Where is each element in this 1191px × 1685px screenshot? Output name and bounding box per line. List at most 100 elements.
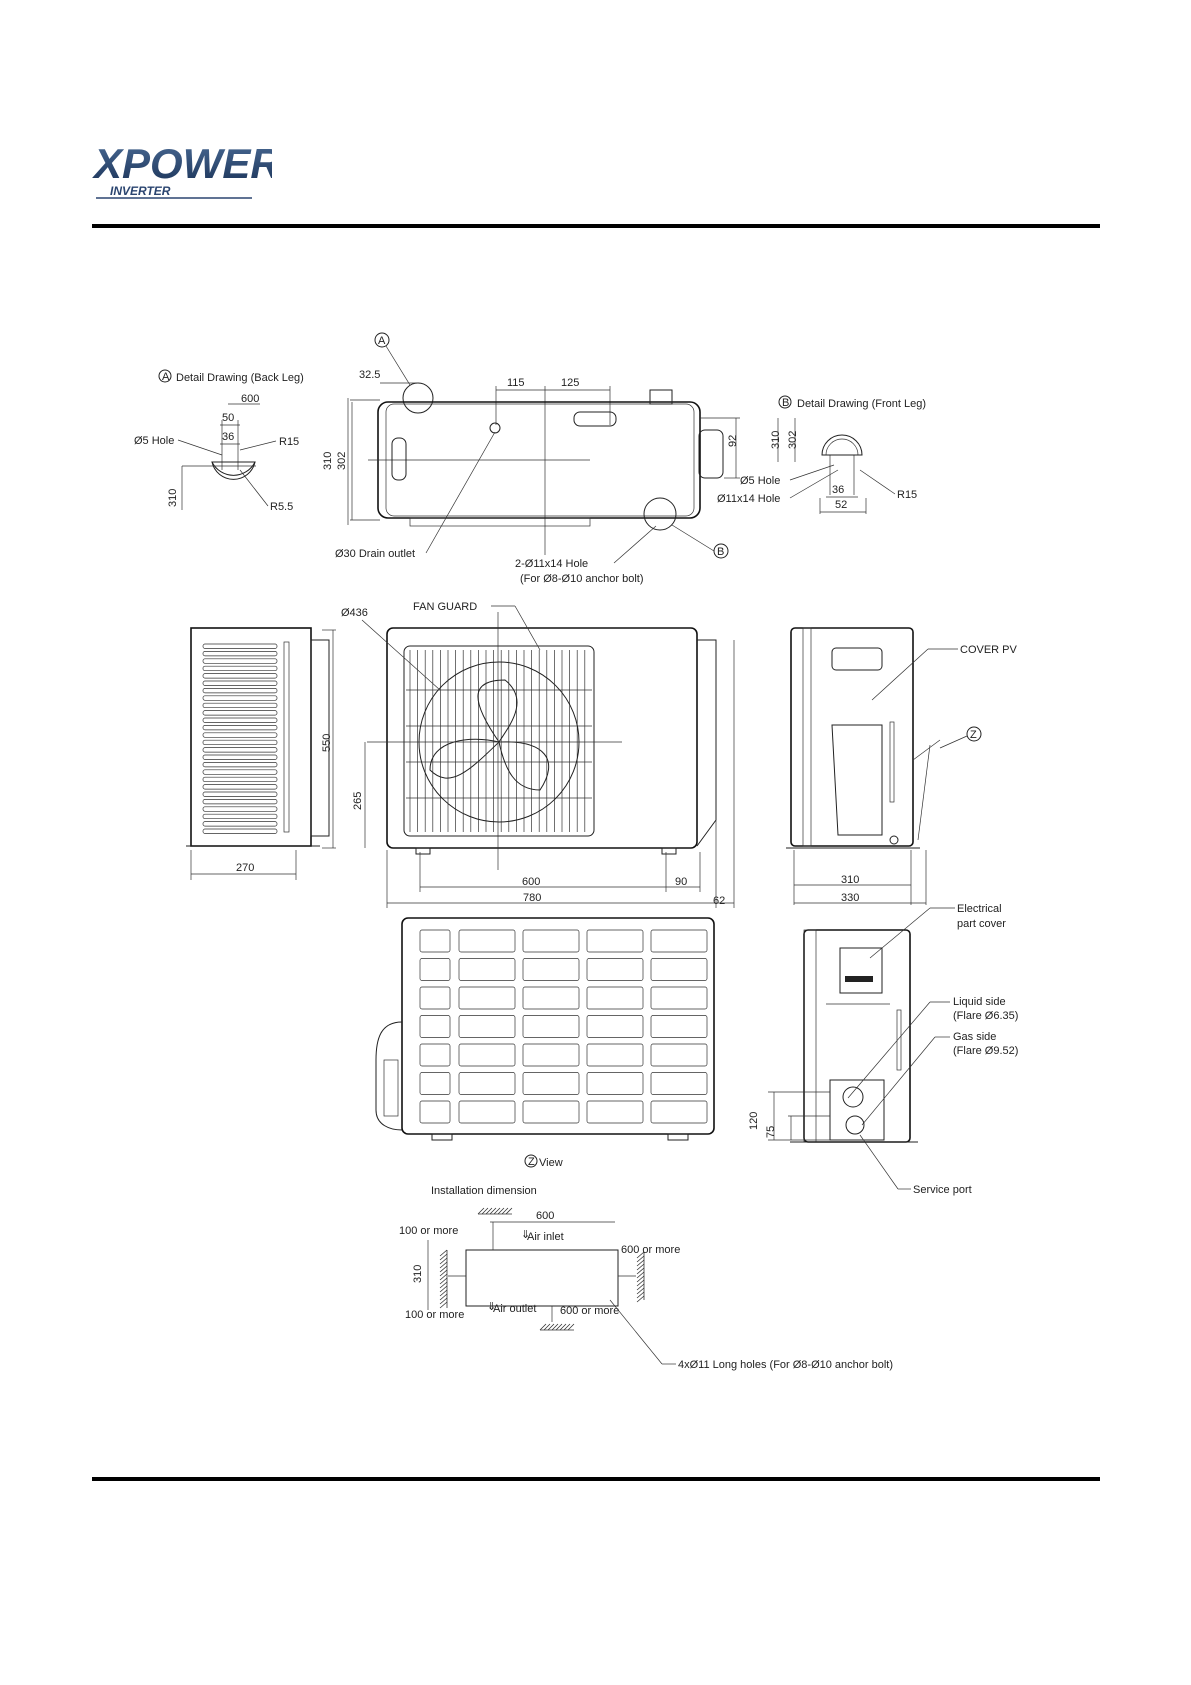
back-grille-cell bbox=[650, 1043, 708, 1067]
hatch-line bbox=[501, 1207, 509, 1215]
detail-b-dim-52: 52 bbox=[835, 499, 847, 511]
louver bbox=[202, 732, 278, 738]
back-grille-cell bbox=[419, 1072, 451, 1095]
hatch-line bbox=[485, 1207, 493, 1215]
right-side-cover-pv: COVER PV bbox=[960, 644, 1018, 656]
top-view-dim-310: 310 bbox=[322, 452, 334, 470]
top-view-drain-outlet: Ø30 Drain outlet bbox=[335, 548, 415, 560]
detail-a-r15: R15 bbox=[279, 436, 299, 448]
install-air-inlet: Air inlet bbox=[527, 1231, 564, 1243]
fan-grille bbox=[406, 650, 592, 832]
detail-b-hole5: Ø5 Hole bbox=[740, 475, 780, 487]
hatch-line bbox=[439, 1285, 448, 1293]
hatch-line bbox=[439, 1253, 448, 1261]
hatch-line bbox=[439, 1281, 448, 1289]
louver bbox=[202, 784, 278, 790]
right-back-dim-120: 120 bbox=[748, 1112, 760, 1130]
detail-a-r55: R5.5 bbox=[270, 501, 293, 513]
install-dim-310: 310 bbox=[412, 1265, 424, 1283]
hatch-line bbox=[497, 1207, 505, 1215]
front-view: Ø436 FAN GUARD 265 600 90 780 62 bbox=[341, 601, 735, 908]
detail-a-dim-310: 310 bbox=[167, 489, 179, 507]
right-side-view: COVER PV Z 310 330 bbox=[786, 627, 1018, 905]
back-grille-cell bbox=[586, 958, 644, 981]
right-back-electrical-1: Electrical bbox=[957, 903, 1002, 915]
right-back-liquid-1: Liquid side bbox=[953, 996, 1006, 1008]
louver bbox=[202, 680, 278, 686]
front-dim-780: 780 bbox=[523, 892, 541, 904]
louver bbox=[202, 643, 278, 649]
back-grille-cell bbox=[458, 929, 516, 953]
back-grille-cell bbox=[458, 1072, 516, 1095]
hatch-line bbox=[636, 1263, 645, 1271]
right-side-z-marker: Z bbox=[970, 729, 977, 741]
top-view-dim-32-5: 32.5 bbox=[359, 369, 380, 381]
back-grille-cell bbox=[419, 929, 451, 953]
detail-a-dim-600: 600 bbox=[241, 393, 259, 405]
right-back-electrical-2: part cover bbox=[957, 918, 1006, 930]
top-view-dim-92: 92 bbox=[727, 435, 739, 447]
louver bbox=[202, 725, 278, 731]
hatch-line bbox=[551, 1323, 559, 1331]
hatch-line bbox=[563, 1323, 571, 1331]
louvers bbox=[202, 643, 278, 834]
back-grille-cell bbox=[522, 1015, 580, 1038]
hatch-line bbox=[477, 1207, 485, 1215]
top-view-dim-125: 125 bbox=[561, 377, 579, 389]
top-view-marker-b: B bbox=[717, 546, 724, 558]
top-view-hole-label: 2-Ø11x14 Hole bbox=[515, 558, 588, 570]
detail-a-back-leg: A Detail Drawing (Back Leg) 600 50 36 Ø5… bbox=[134, 369, 304, 513]
louver bbox=[202, 747, 278, 753]
install-long-holes: 4xØ11 Long holes (For Ø8-Ø10 anchor bolt… bbox=[678, 1359, 893, 1371]
back-grille-cell bbox=[419, 1100, 451, 1124]
front-fan-diameter: Ø436 bbox=[341, 607, 368, 619]
top-view: A 32.5 115 125 310 302 92 Ø30 Drain outl… bbox=[322, 332, 740, 585]
louver bbox=[202, 813, 278, 820]
install-bottom: 600 or more bbox=[560, 1305, 619, 1317]
left-side-view: 550 270 bbox=[186, 627, 336, 880]
hatch-line bbox=[636, 1287, 645, 1295]
detail-b-dim-302: 302 bbox=[787, 431, 799, 449]
back-grille-cell bbox=[650, 958, 708, 981]
hatch-line bbox=[439, 1289, 448, 1297]
back-grille-cell bbox=[522, 1043, 580, 1067]
louver bbox=[202, 828, 278, 834]
hatch-line bbox=[636, 1283, 645, 1291]
hatch-line bbox=[439, 1277, 448, 1285]
back-grille-cell bbox=[419, 958, 451, 981]
louver bbox=[202, 688, 278, 694]
svg-text:⇓: ⇓ bbox=[521, 1229, 530, 1241]
front-dim-265: 265 bbox=[352, 792, 364, 810]
detail-a-dim-50: 50 bbox=[222, 412, 234, 424]
right-back-gas-1: Gas side bbox=[953, 1031, 996, 1043]
back-grille-cell bbox=[586, 1043, 644, 1067]
hatch-line bbox=[439, 1257, 448, 1265]
back-grille-cell bbox=[650, 929, 708, 953]
louver bbox=[202, 665, 278, 672]
detail-b-hole11: Ø11x14 Hole bbox=[717, 493, 780, 505]
detail-a-title: Detail Drawing (Back Leg) bbox=[176, 372, 304, 384]
back-grille-cell bbox=[586, 986, 644, 1010]
detail-a-dim-36: 36 bbox=[222, 431, 234, 443]
back-grille-cell bbox=[419, 1015, 451, 1038]
back-grille-cell bbox=[522, 929, 580, 953]
back-grille-cell bbox=[522, 1100, 580, 1124]
louver bbox=[202, 673, 278, 679]
hatch-line bbox=[567, 1323, 575, 1331]
louver bbox=[202, 791, 278, 797]
back-grille-cell bbox=[522, 958, 580, 981]
louver bbox=[202, 754, 278, 760]
installation-dimension: Installation dimension 600 100 or more A… bbox=[399, 1185, 893, 1371]
right-back-view: Electrical part cover Liquid side (Flare… bbox=[748, 903, 1018, 1196]
hatch-line bbox=[636, 1267, 645, 1275]
back-grille-cell bbox=[586, 929, 644, 953]
back-grille-cell bbox=[458, 1015, 516, 1038]
louver bbox=[202, 806, 278, 812]
detail-b-front-leg: B Detail Drawing (Front Leg) 310 302 Ø5 … bbox=[717, 395, 926, 514]
louver bbox=[202, 776, 278, 783]
louver bbox=[202, 762, 278, 768]
hatch-line bbox=[439, 1301, 448, 1309]
back-grille-cell bbox=[458, 986, 516, 1010]
hatch-line bbox=[489, 1207, 497, 1215]
